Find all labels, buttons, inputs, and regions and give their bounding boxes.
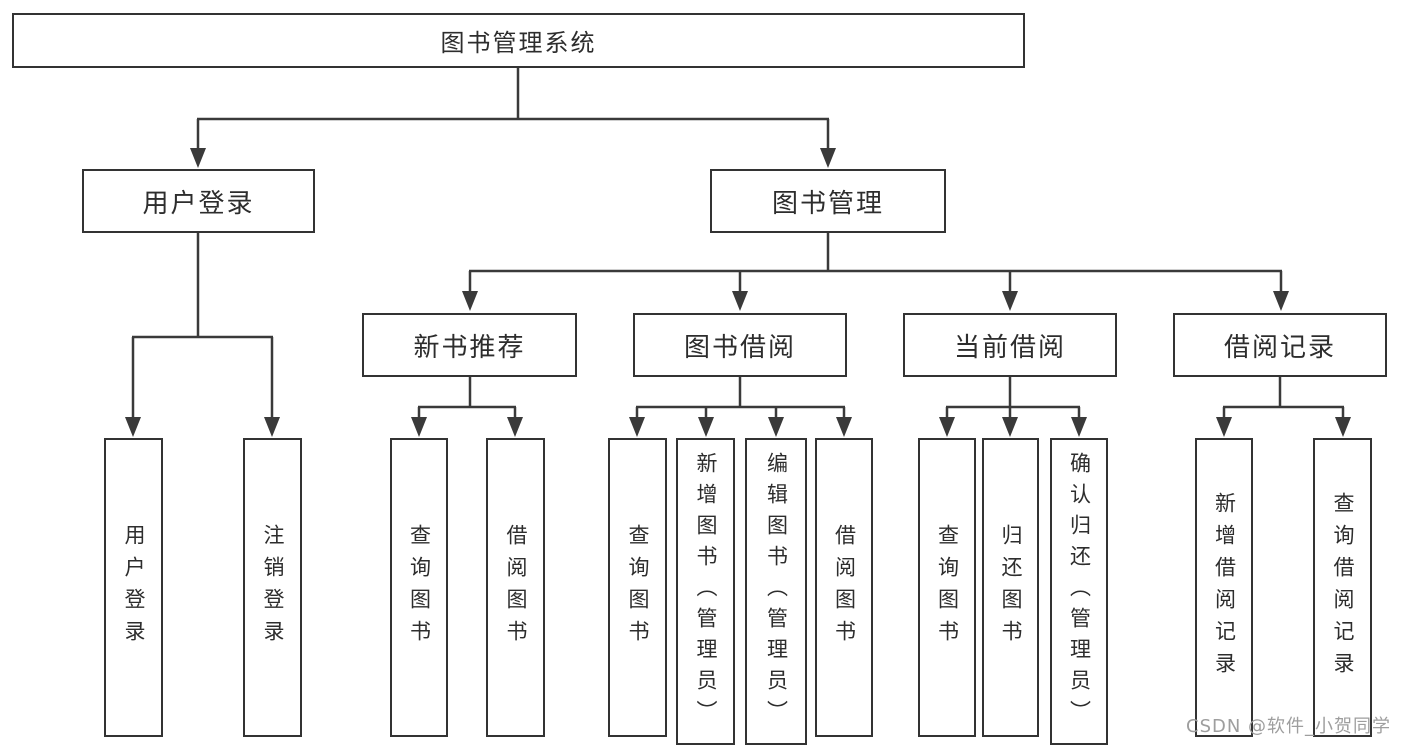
leaf-query-borrow-record: 查询借阅记录: [1313, 438, 1372, 737]
node-new-book-recommend: 新书推荐: [362, 313, 577, 377]
leaf-add-book-admin-label: 新增图书（管理员）: [694, 452, 718, 731]
leaf-add-book-admin: 新增图书（管理员）: [676, 438, 735, 745]
leaf-logout-label: 注销登录: [261, 523, 285, 652]
leaf-logout: 注销登录: [243, 438, 302, 737]
node-book-borrowing: 图书借阅: [633, 313, 847, 377]
leaf-query-books-borrowing: 查询图书: [608, 438, 667, 737]
leaf-query-borrow-record-label: 查询借阅记录: [1331, 491, 1355, 684]
node-book-management-branch-label: 图书管理: [771, 188, 884, 219]
node-root: 图书管理系统: [12, 13, 1025, 68]
leaf-user-login: 用户登录: [104, 438, 163, 737]
leaf-query-books-current-label: 查询图书: [935, 523, 960, 652]
leaf-query-books-recommend-label: 查询图书: [407, 523, 432, 652]
leaf-borrow-books: 借阅图书: [815, 438, 873, 737]
leaf-query-books-recommend: 查询图书: [390, 438, 448, 737]
node-borrowing-records: 借阅记录: [1173, 313, 1387, 377]
leaf-add-borrow-record: 新增借阅记录: [1195, 438, 1253, 737]
leaf-borrow-books-recommend: 借阅图书: [486, 438, 545, 737]
leaf-return-book: 归还图书: [982, 438, 1039, 737]
leaf-borrow-books-label: 借阅图书: [832, 523, 857, 652]
leaf-return-book-label: 归还图书: [999, 523, 1023, 652]
csdn-watermark: CSDN @软件_小贺同学: [1186, 716, 1392, 737]
leaf-query-books-borrowing-label: 查询图书: [626, 523, 650, 652]
leaf-confirm-return-admin-label: 确认归还（管理员）: [1067, 452, 1092, 731]
node-book-borrowing-label: 图书借阅: [683, 332, 796, 363]
node-user-login-branch: 用户登录: [82, 169, 315, 233]
leaf-borrow-books-recommend-label: 借阅图书: [504, 523, 528, 652]
leaf-add-borrow-record-label: 新增借阅记录: [1212, 491, 1237, 684]
leaf-query-books-current: 查询图书: [918, 438, 976, 737]
node-borrowing-records-label: 借阅记录: [1223, 332, 1336, 363]
node-current-borrowing: 当前借阅: [903, 313, 1117, 377]
leaf-edit-book-admin: 编辑图书（管理员）: [745, 438, 807, 745]
node-current-borrowing-label: 当前借阅: [953, 332, 1066, 363]
node-book-management-branch: 图书管理: [710, 169, 946, 233]
node-user-login-branch-label: 用户登录: [142, 188, 255, 219]
leaf-user-login-label: 用户登录: [122, 523, 146, 652]
leaf-edit-book-admin-label: 编辑图书（管理员）: [764, 452, 789, 731]
node-root-label: 图书管理系统: [440, 29, 597, 57]
leaf-confirm-return-admin: 确认归还（管理员）: [1050, 438, 1108, 745]
node-new-book-recommend-label: 新书推荐: [413, 332, 526, 363]
